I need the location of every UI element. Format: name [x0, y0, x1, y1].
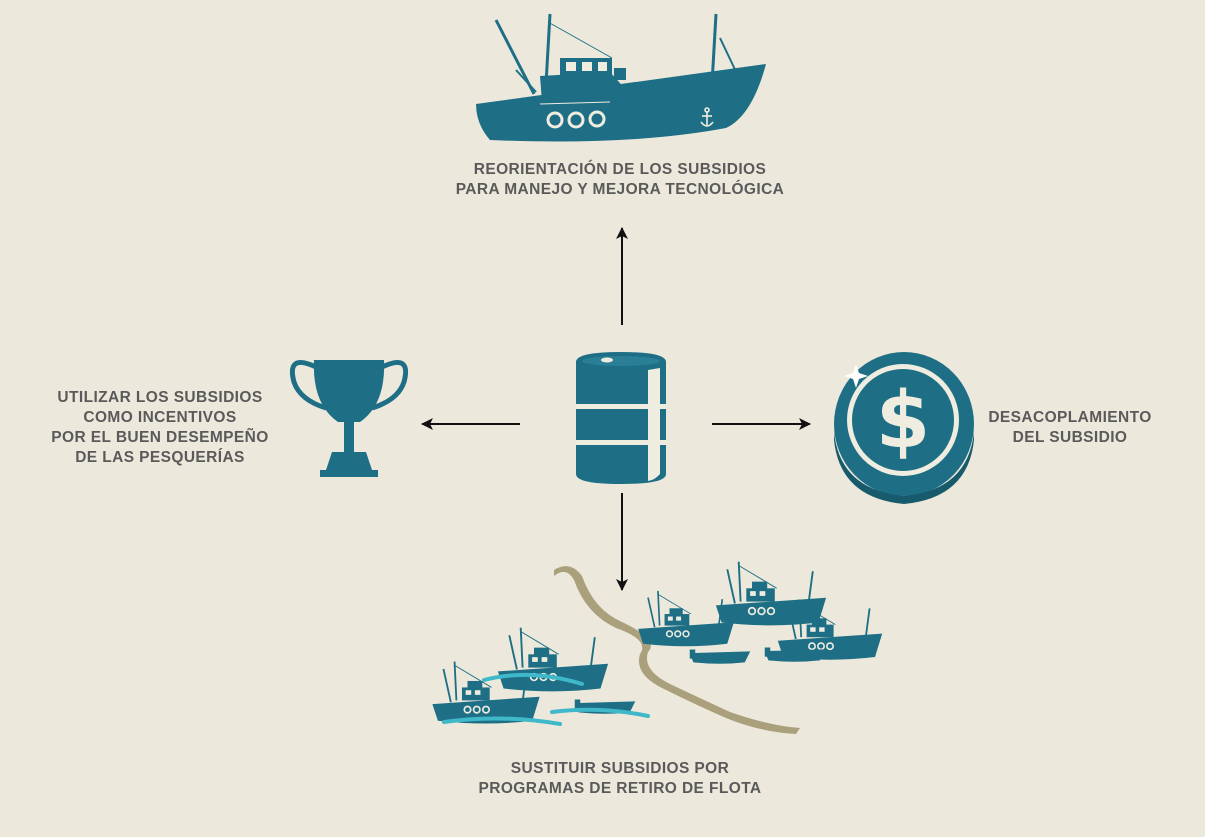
arrows [421, 227, 811, 591]
svg-text:$: $ [876, 376, 930, 466]
label-line: PARA MANEJO Y MEJORA TECNOLÓGICA [455, 181, 785, 198]
label-line: POR EL BUEN DESEMPEÑO [51, 429, 269, 446]
label-incentives: UTILIZAR LOS SUBSIDIOS COMO INCENTIVOS P… [30, 388, 290, 468]
fleet-boats-icon [431, 560, 884, 734]
label-line: DESACOPLAMIENTO [988, 409, 1152, 426]
trophy-icon [290, 359, 408, 477]
fishing-boat-icon [476, 13, 766, 142]
dollar-coin-icon: $ [834, 352, 974, 504]
label-decoupling: DESACOPLAMIENTO DEL SUBSIDIO [960, 408, 1180, 448]
label-line: SUSTITUIR SUBSIDIOS POR [510, 760, 730, 777]
label-line: UTILIZAR LOS SUBSIDIOS [57, 389, 263, 406]
label-line: REORIENTACIÓN DE LOS SUBSIDIOS [473, 161, 767, 178]
label-reorientation: REORIENTACIÓN DE LOS SUBSIDIOS PARA MANE… [420, 160, 820, 200]
oil-barrel-icon [576, 352, 666, 484]
label-line: DEL SUBSIDIO [1012, 429, 1128, 446]
label-line: COMO INCENTIVOS [83, 409, 237, 426]
label-fleet-retirement: SUSTITUIR SUBSIDIOS POR PROGRAMAS DE RET… [430, 759, 810, 799]
label-line: PROGRAMAS DE RETIRO DE FLOTA [478, 780, 762, 797]
label-line: DE LAS PESQUERÍAS [75, 449, 245, 466]
